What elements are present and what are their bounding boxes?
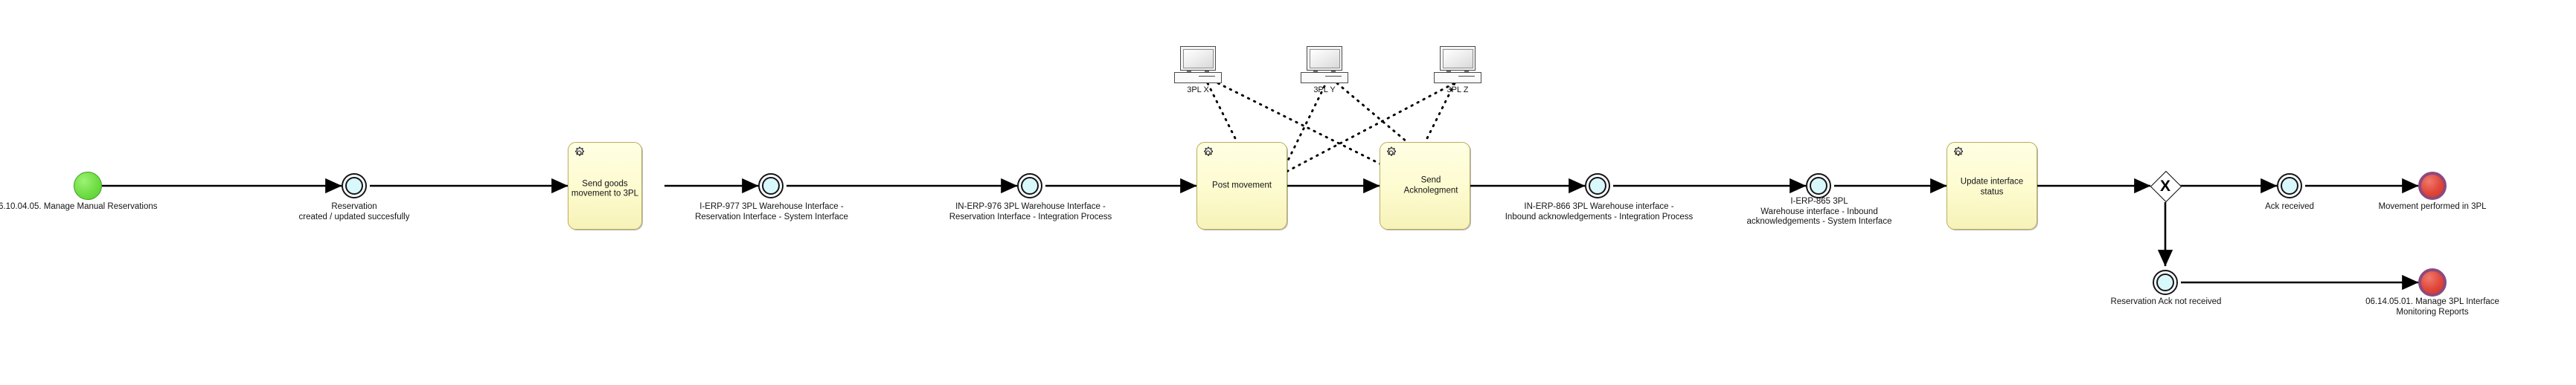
monitor-outer: [1180, 46, 1216, 71]
intermediate-event-ierp-977[interactable]: [758, 173, 784, 198]
end-event-movement-performed[interactable]: [2418, 172, 2447, 200]
intermediate-event-inerp-976[interactable]: [1017, 173, 1042, 198]
intermediate-event-ierp-865[interactable]: [1806, 173, 1831, 198]
monitor-screen: [1309, 48, 1340, 68]
end-event-manage-3pl-reports[interactable]: [2418, 268, 2447, 297]
task-post-movement[interactable]: Post movement: [1196, 142, 1287, 230]
intermediate-event-ierp-977-label: I-ERP-977 3PL Warehouse Interface - Rese…: [695, 202, 848, 221]
service-gear-icon: [1201, 146, 1215, 160]
gateway-x-icon: X: [2159, 177, 2170, 195]
task-post-movement-label: Post movement: [1212, 181, 1272, 190]
monitor-stand-right: [1464, 71, 1469, 73]
intermediate-event-reservation-ack-not-received[interactable]: [2153, 270, 2178, 295]
monitor-screen: [1182, 48, 1214, 68]
intermediate-event-reservation-created[interactable]: [342, 173, 367, 198]
task-send-goods-movement[interactable]: Send goods movement to 3PL: [568, 142, 642, 230]
intermediate-event-reservation-ack-not-received-label: Reservation Ack not received: [2110, 297, 2222, 306]
computer-base: [1174, 72, 1222, 83]
intermediate-event-ack-received-label: Ack received: [2265, 202, 2314, 211]
computer-base-slot: [1325, 76, 1342, 77]
computer-3pl-x-icon: [1174, 46, 1222, 83]
intermediate-event-ack-received[interactable]: [2277, 173, 2302, 198]
monitor-stand-left: [1446, 71, 1451, 73]
computer-3pl-x-label: 3PL X: [1187, 85, 1209, 94]
monitor-stand-right: [1205, 71, 1209, 73]
monitor-screen: [1442, 48, 1473, 68]
intermediate-event-reservation-created-label: Reservation created / updated succesfull…: [298, 202, 410, 221]
service-gear-icon: [1384, 146, 1398, 160]
start-event[interactable]: [74, 172, 102, 200]
end-event-manage-3pl-reports-label: 06.14.05.01. Manage 3PL Interface Monito…: [2365, 297, 2499, 317]
computer-base: [1434, 72, 1481, 83]
computer-base-slot: [1458, 76, 1475, 77]
service-gear-icon: [1951, 146, 1965, 160]
computer-3pl-y-icon: [1301, 46, 1348, 83]
monitor-stand-left: [1187, 71, 1191, 73]
service-gear-icon: [572, 146, 586, 160]
monitor-stand-left: [1313, 71, 1318, 73]
intermediate-event-inerp-866-label: IN-ERP-866 3PL Warehouse interface - Inb…: [1505, 202, 1694, 221]
intermediate-event-inerp-866[interactable]: [1585, 173, 1610, 198]
task-update-interface-status[interactable]: Update interface status: [1947, 142, 2037, 230]
monitor-outer: [1307, 46, 1342, 71]
intermediate-event-ierp-865-label: I-ERP-865 3PL Warehouse interface - Inbo…: [1746, 197, 1892, 226]
task-send-acknowledgment[interactable]: Send Acknolegment: [1380, 142, 1470, 230]
start-event-label: 6.10.04.05. Manage Manual Reservations: [0, 202, 158, 211]
computer-base-slot: [1199, 76, 1215, 77]
task-send-acknowledgment-label: Send Acknolegment: [1403, 175, 1458, 195]
intermediate-event-inerp-976-label: IN-ERP-976 3PL Warehouse Interface - Res…: [949, 202, 1112, 221]
computer-3pl-z-label: 3PL Z: [1446, 85, 1469, 94]
computer-base: [1301, 72, 1348, 83]
end-event-movement-performed-label: Movement performed in 3PL: [2378, 202, 2487, 211]
computer-3pl-y-label: 3PL Y: [1313, 85, 1336, 94]
monitor-stand-right: [1331, 71, 1336, 73]
exclusive-gateway[interactable]: X: [2150, 170, 2182, 203]
monitor-outer: [1440, 46, 1476, 71]
task-update-interface-status-label: Update interface status: [1960, 177, 2024, 197]
task-send-goods-movement-label: Send goods movement to 3PL: [571, 179, 639, 198]
computer-3pl-z-icon: [1434, 46, 1481, 83]
